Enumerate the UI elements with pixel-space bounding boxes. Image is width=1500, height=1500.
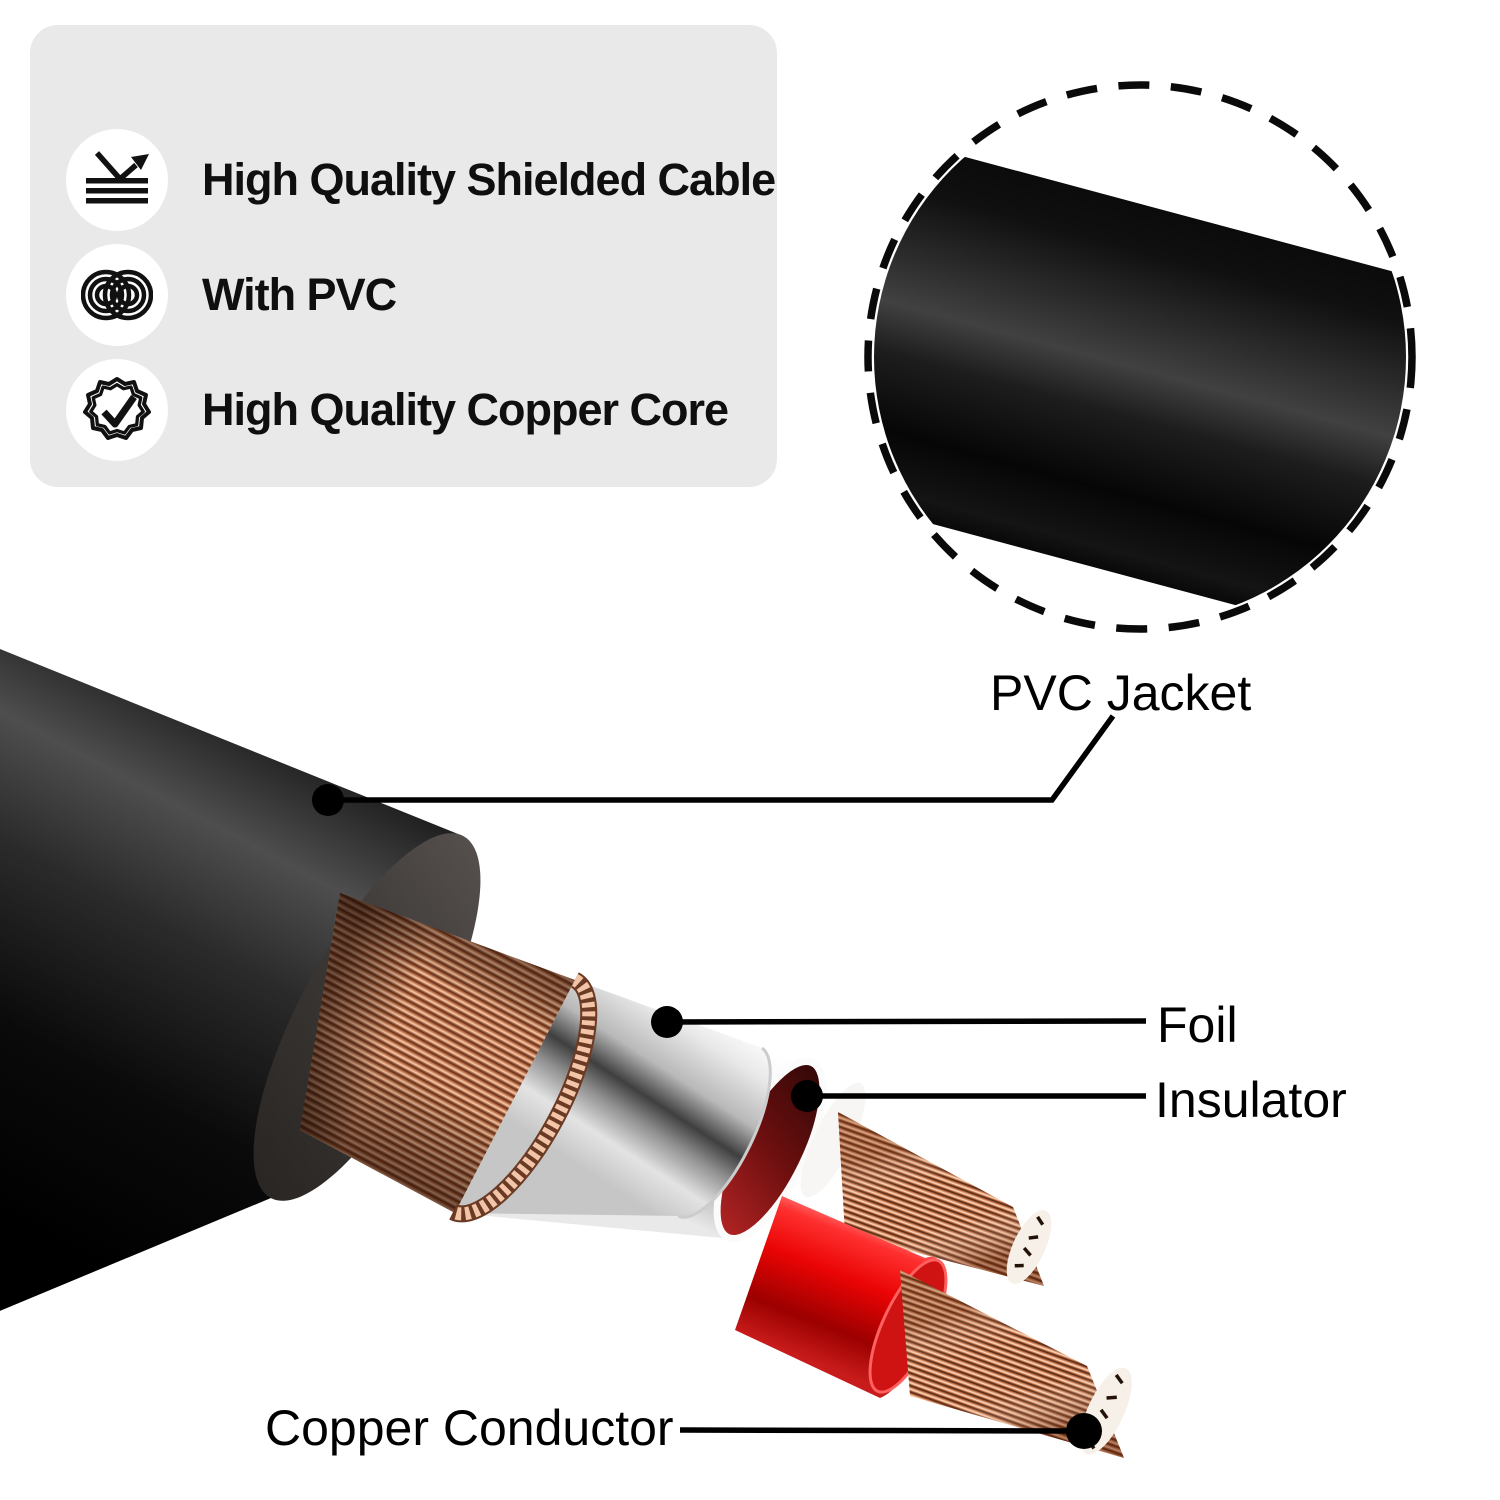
feature-item-with-pvc: With PVC xyxy=(66,244,777,346)
feature-item-copper-core: High Quality Copper Core xyxy=(66,359,777,461)
shield-check-icon xyxy=(66,359,168,461)
copper-conductor-label: Copper Conductor xyxy=(265,1400,674,1456)
dashed-circle xyxy=(864,81,1416,633)
callout-dot-foil xyxy=(651,1006,683,1038)
feature-label: High Quality Shielded Cable xyxy=(202,154,776,205)
foil-label: Foil xyxy=(1157,997,1238,1053)
leader-line-pvc-jacket xyxy=(328,714,1116,803)
feature-label: High Quality Copper Core xyxy=(202,384,729,435)
leader-line-foil xyxy=(666,1018,1147,1025)
feature-label: With PVC xyxy=(202,269,397,320)
feature-panel: High Quality Shielded Cable With PVC xyxy=(30,25,777,487)
coils-icon xyxy=(66,244,168,346)
callout-dot-insulator xyxy=(791,1080,823,1112)
insulator-label: Insulator xyxy=(1155,1072,1347,1128)
magnifier-circle xyxy=(864,81,1416,633)
leader-line-copper-conductor xyxy=(679,1427,1085,1434)
bounce-arrow-icon xyxy=(66,129,168,231)
feature-item-shielded-cable: High Quality Shielded Cable xyxy=(66,129,777,231)
callout-dot-pvc-jacket xyxy=(312,784,344,816)
copper-conductor-bottom xyxy=(900,1270,1132,1458)
white-collar xyxy=(800,1082,866,1198)
pvc-jacket-label: PVC Jacket xyxy=(990,665,1252,721)
callout-dot-copper-conductor xyxy=(1066,1413,1102,1449)
braid-end-ring xyxy=(449,972,598,1223)
copper-conductor-top xyxy=(800,1082,1052,1286)
magnified-pvc-jacket xyxy=(874,124,1406,623)
